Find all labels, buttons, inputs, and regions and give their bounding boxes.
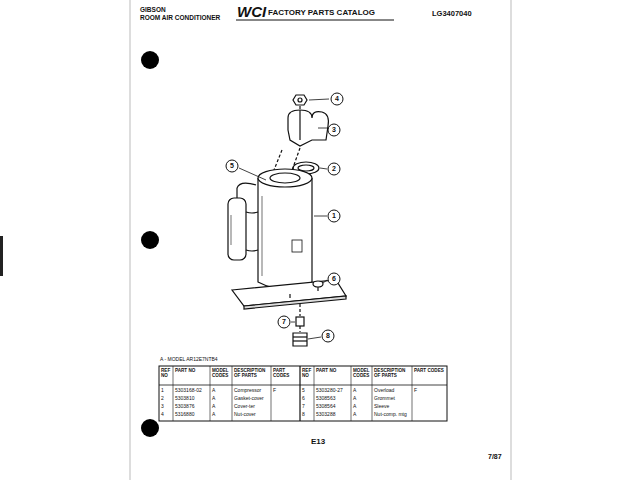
table-header: REF NO — [302, 368, 315, 378]
table-cell: F — [414, 388, 417, 394]
table-cell: A — [212, 404, 215, 410]
table-cell: 2 — [161, 396, 164, 402]
table-cell: 5308563 — [316, 396, 335, 402]
brand-name: GIBSON — [140, 6, 166, 13]
page-edge — [130, 0, 131, 480]
table-cell: A — [212, 412, 215, 418]
table-cell: 3 — [161, 404, 164, 410]
page-edge — [511, 0, 512, 480]
table-cell: 7 — [302, 404, 305, 410]
catalog-number: LG3407040 — [432, 10, 472, 18]
table-cell: 5303876 — [175, 404, 194, 410]
table-cell: A — [353, 396, 356, 402]
punch-hole — [141, 231, 159, 249]
table-cell: Compressor — [234, 388, 261, 394]
punch-hole — [141, 419, 159, 437]
table-cell: 5316880 — [175, 412, 194, 418]
table-cell: 5303280-27 — [316, 388, 343, 394]
callout-number: 7 — [278, 318, 290, 326]
table-cell: 5308564 — [316, 404, 335, 410]
table-header: PART NO — [175, 368, 211, 373]
callout-marks — [226, 93, 343, 342]
callout-number: 1 — [328, 212, 340, 220]
table-cell: A — [353, 412, 356, 418]
callout-number: 4 — [331, 95, 343, 103]
table-header: PART NO — [316, 368, 352, 373]
callout-number: 2 — [328, 165, 340, 173]
callout-number: 3 — [328, 126, 340, 134]
table-header: DESCRIPTION OF PARTS — [374, 368, 413, 378]
table-cell: 5 — [302, 388, 305, 394]
logo-text: WCI — [237, 4, 266, 21]
callout-number: 8 — [322, 332, 334, 340]
punch-hole — [141, 51, 159, 69]
model-note: A - MODEL AR12E7NTB4 — [160, 357, 218, 363]
table-header: PART CODES — [273, 368, 300, 378]
table-cell: A — [212, 396, 215, 402]
table-cell: A — [353, 388, 356, 394]
table-cell: Sleeve — [374, 404, 389, 410]
table-cell: 5303810 — [175, 396, 194, 402]
table-cell: 6 — [302, 396, 305, 402]
table-cell: 8 — [302, 412, 305, 418]
table-header: MODEL CODES — [212, 368, 233, 378]
table-header: DESCRIPTION OF PARTS — [234, 368, 272, 378]
compressor-drawing — [228, 95, 346, 346]
table-cell: Cover-ter — [234, 404, 255, 410]
callout-number: 6 — [328, 275, 340, 283]
table-cell: Nut-cover — [234, 412, 256, 418]
table-cell: Grommet — [374, 396, 395, 402]
table-cell: Nut-comp. mtg — [374, 412, 407, 418]
table-cell: F — [273, 388, 276, 394]
page-number: E13 — [311, 438, 325, 447]
table-cell: 5303168-02 — [175, 388, 202, 394]
scan-mark — [0, 236, 3, 276]
parts-table-grid — [159, 366, 447, 421]
callout-number: 5 — [226, 162, 238, 170]
table-header: PART CODES — [414, 368, 447, 373]
catalog-title: FACTORY PARTS CATALOG — [268, 9, 375, 18]
table-header: MODEL CODES — [353, 368, 373, 378]
date-code: 7/87 — [488, 453, 502, 461]
table-cell: 1 — [161, 388, 164, 394]
leader-lines — [239, 99, 329, 339]
table-cell: Overload — [374, 388, 394, 394]
table-cell: A — [212, 388, 215, 394]
table-cell: 4 — [161, 412, 164, 418]
table-cell: A — [353, 404, 356, 410]
product-line: ROOM AIR CONDITIONER — [140, 14, 220, 21]
table-header: REF NO — [161, 368, 174, 378]
table-cell: 5303288 — [316, 412, 335, 418]
table-cell: Gasket-cover — [234, 396, 264, 402]
